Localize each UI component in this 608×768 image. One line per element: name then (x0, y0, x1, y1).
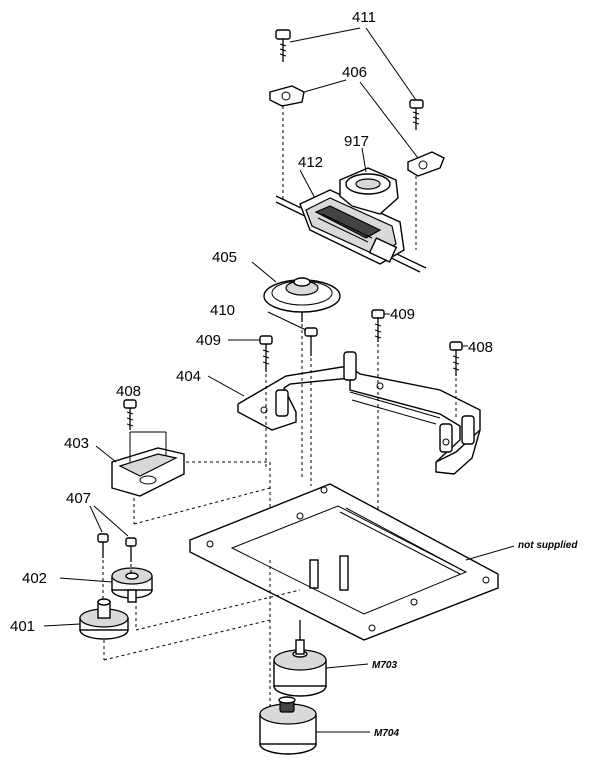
leader-404 (207, 375, 245, 397)
screw-407-left (97, 533, 109, 558)
leader-402 (59, 577, 113, 583)
label-405: 405 (212, 249, 237, 266)
label-917: 917 (344, 133, 369, 150)
label-402: 402 (22, 570, 47, 587)
bracket-406-left (269, 85, 305, 107)
motor-m704 (259, 696, 317, 755)
label-412: 412 (298, 154, 323, 171)
screw-409-left (259, 335, 273, 372)
leader-m703 (325, 663, 369, 669)
leader-406-right (359, 81, 419, 159)
motor-m703 (273, 620, 327, 697)
gear-401 (79, 598, 129, 640)
screw-411-right (409, 99, 424, 130)
label-410: 410 (210, 302, 235, 319)
label-not-supplied: not supplied (518, 540, 578, 551)
leader-not-supplied (465, 545, 515, 561)
label-408-right: 408 (468, 339, 493, 356)
leader-410 (267, 311, 307, 331)
leader-411 (289, 27, 417, 101)
chassis-not-supplied (189, 483, 499, 641)
leader-407-a (89, 505, 103, 533)
leader-401 (43, 623, 81, 627)
pickup-917 (299, 167, 405, 265)
label-407: 407 (66, 490, 91, 507)
label-404: 404 (176, 368, 201, 385)
label-m703: M703 (372, 660, 397, 671)
screw-410 (304, 327, 318, 356)
screw-409-right (371, 309, 385, 342)
align-line-15 (103, 619, 271, 661)
sled-base-404 (237, 351, 481, 475)
label-408-left: 408 (116, 383, 141, 400)
label-m704: M704 (374, 728, 399, 739)
align-line-17 (135, 589, 301, 631)
label-401: 401 (10, 618, 35, 635)
label-403: 403 (64, 435, 89, 452)
leader-405 (251, 261, 277, 283)
bracket-406-right (407, 151, 445, 177)
screw-411-left (275, 29, 291, 62)
screw-408-right (449, 341, 463, 376)
gear-402 (111, 567, 153, 603)
label-409-left: 409 (196, 332, 221, 349)
leader-407-b (93, 505, 129, 537)
label-406: 406 (342, 64, 367, 81)
label-411: 411 (352, 9, 376, 26)
turntable-405 (263, 277, 341, 322)
leader-403 (95, 445, 117, 463)
screw-408-left (123, 399, 137, 430)
leader-917 (361, 147, 367, 173)
screw-407-right (125, 537, 137, 562)
cradle-403 (111, 431, 185, 497)
label-409-right: 409 (390, 306, 415, 323)
leader-406-left (303, 79, 347, 93)
